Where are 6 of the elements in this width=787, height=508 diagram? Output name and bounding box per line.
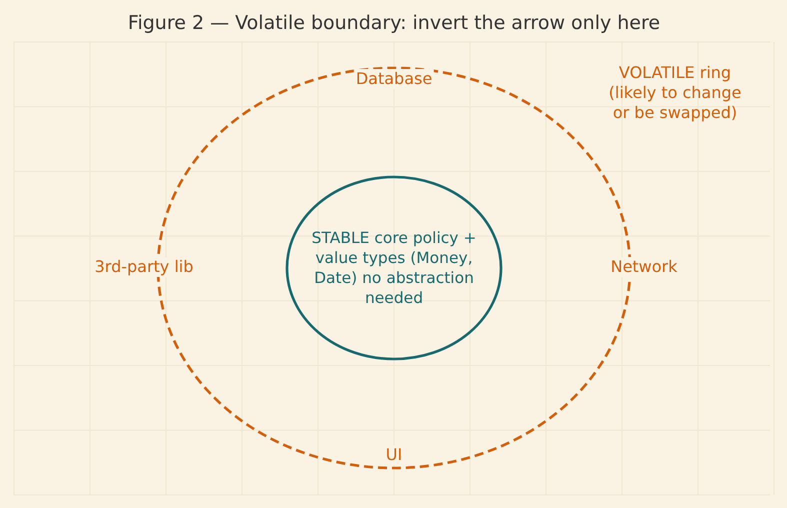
figure-title: Figure 2 — Volatile boundary: invert the arrow only here — [128, 13, 660, 33]
ring-label: 3rd-party lib — [92, 257, 196, 277]
core-description: STABLE core policy + value types (Money, Date) no abstraction needed — [310, 228, 478, 308]
core-ellipse — [287, 177, 501, 359]
ring-label: Database — [354, 69, 434, 89]
ring-caption: VOLATILE ring (likely to change or be swapped) — [608, 63, 742, 123]
